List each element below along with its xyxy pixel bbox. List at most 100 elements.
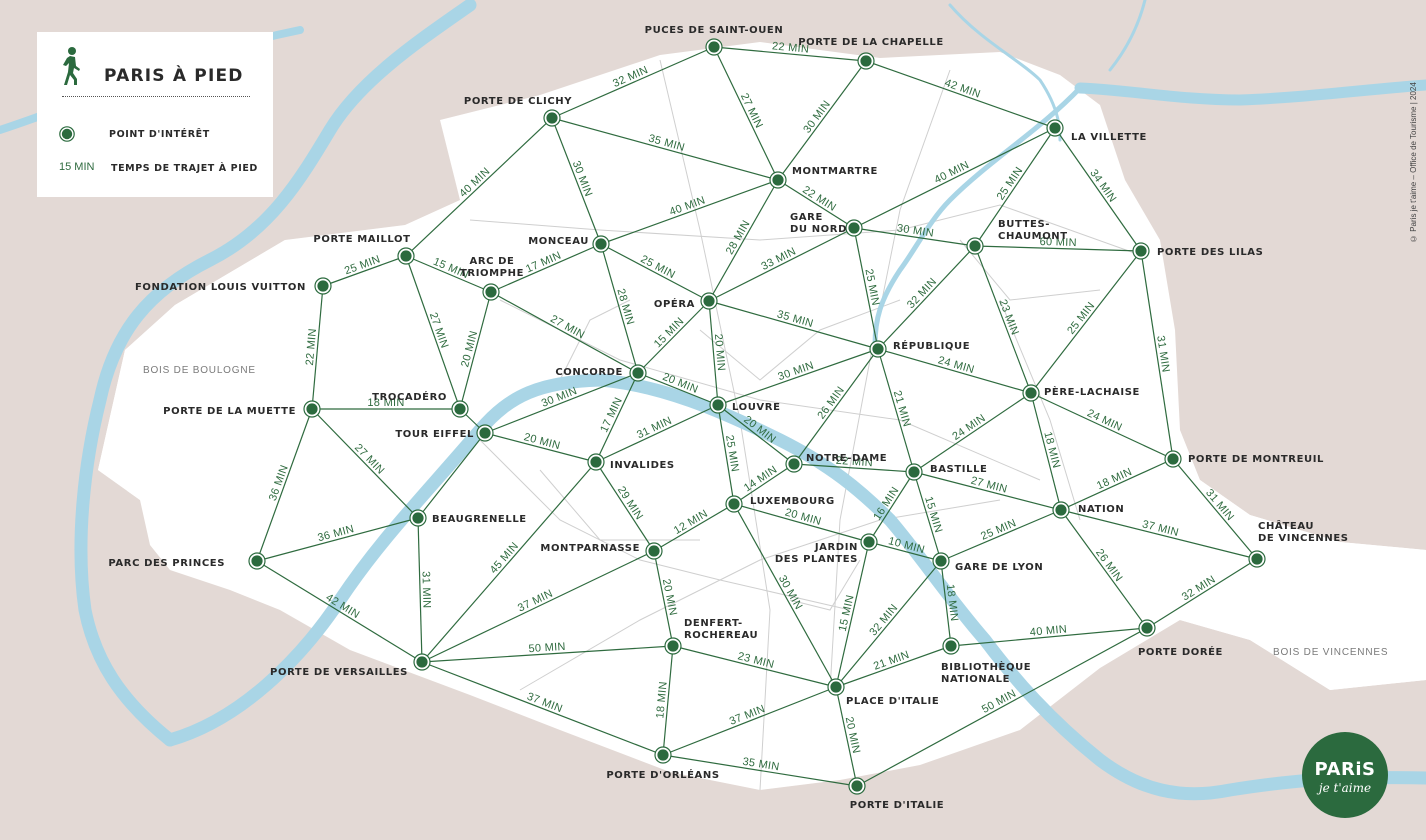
route-maillot-vuitton xyxy=(322,255,407,287)
route-jardin-garelyon xyxy=(868,541,942,562)
poi-puces[interactable] xyxy=(705,38,723,56)
poi-chapelle[interactable] xyxy=(857,52,875,70)
poi-arc[interactable] xyxy=(482,283,500,301)
poi-marker-dot xyxy=(1135,245,1147,257)
poi-porteitalie[interactable] xyxy=(848,777,866,795)
route-time-label: 50 MIN xyxy=(528,641,566,655)
route-montreuil-nation xyxy=(1060,458,1174,511)
poi-republique[interactable] xyxy=(869,340,887,358)
poi-label-buttes: CHAUMONT xyxy=(998,231,1068,242)
route-bastille-garelyon xyxy=(913,471,942,562)
route-time-label: 22 MIN xyxy=(304,328,319,366)
poi-lilas[interactable] xyxy=(1132,242,1150,260)
logo-wordmark: PARiS xyxy=(1314,759,1376,780)
points-of-interest xyxy=(248,38,1266,795)
poi-marker-dot xyxy=(479,427,491,439)
poi-concorde[interactable] xyxy=(629,364,647,382)
route-chapelle-montmartre xyxy=(777,60,867,181)
route-time-label: 22 MIN xyxy=(771,40,809,55)
poi-label-vuitton: FONDATION LOUIS VUITTON xyxy=(135,282,306,293)
poi-bnf[interactable] xyxy=(942,637,960,655)
poi-villette[interactable] xyxy=(1046,119,1064,137)
route-villette-garenord xyxy=(853,127,1056,229)
poi-label-eiffel: TOUR EIFFEL xyxy=(395,429,474,440)
poi-buttes[interactable] xyxy=(966,237,984,255)
route-concorde-invalides xyxy=(595,372,639,463)
route-republique-notredame xyxy=(793,348,879,465)
poi-garelyon[interactable] xyxy=(932,552,950,570)
route-clichy-monceau xyxy=(551,117,602,245)
route-chapelle-villette xyxy=(865,60,1056,129)
route-republique-louvre xyxy=(717,348,879,406)
poi-trocadero[interactable] xyxy=(451,400,469,418)
poi-invalides[interactable] xyxy=(587,453,605,471)
route-opera-concorde xyxy=(637,300,710,374)
route-monceau-opera xyxy=(600,243,710,302)
poi-label-puces: PUCES DE SAINT-OUEN xyxy=(645,25,784,36)
poi-marker-dot xyxy=(648,545,660,557)
route-time-label: 31 MIN xyxy=(419,571,432,609)
poi-label-bastille: BASTILLE xyxy=(930,464,987,475)
route-puces-chapelle xyxy=(713,46,867,62)
poi-label-princes: PARC DES PRINCES xyxy=(108,558,225,569)
poi-eiffel[interactable] xyxy=(476,424,494,442)
poi-beaugrenelle[interactable] xyxy=(409,509,427,527)
route-bastille-nation xyxy=(913,471,1062,511)
route-garenord-buttes xyxy=(853,227,976,247)
route-garelyon-bnf xyxy=(940,560,952,647)
route-republique-perelachaise xyxy=(877,348,1032,394)
poi-maillot[interactable] xyxy=(397,247,415,265)
poi-clichy[interactable] xyxy=(543,109,561,127)
poi-orleans[interactable] xyxy=(654,746,672,764)
poi-marker-dot xyxy=(1141,622,1153,634)
walking-person-icon xyxy=(63,47,80,85)
poi-notredame[interactable] xyxy=(785,455,803,473)
route-vuitton-muette xyxy=(311,285,324,410)
poi-label-clichy: PORTE DE CLICHY xyxy=(464,96,572,107)
poi-vincennes[interactable] xyxy=(1248,550,1266,568)
poi-label-montreuil: PORTE DE MONTREUIL xyxy=(1188,454,1324,465)
route-jardin-placeitalie xyxy=(835,541,870,688)
poi-montmartre[interactable] xyxy=(769,171,787,189)
legend-poi-label: POINT D'INTÉRÊT xyxy=(109,129,210,140)
poi-montparnasse[interactable] xyxy=(645,542,663,560)
poi-label-porteitalie: PORTE D'ITALIE xyxy=(850,800,944,811)
area-label-bois-boulogne: BOIS DE BOULOGNE xyxy=(143,365,256,376)
route-placeitalie-porteitalie xyxy=(835,686,858,787)
route-montmartre-opera xyxy=(708,179,779,302)
route-luxembourg-montparnasse xyxy=(653,503,735,552)
poi-montreuil[interactable] xyxy=(1164,450,1182,468)
poi-marker-dot xyxy=(848,222,860,234)
poi-label-perelachaise: PÈRE-LACHAISE xyxy=(1044,385,1140,398)
poi-opera[interactable] xyxy=(700,292,718,310)
poi-label-maillot: PORTE MAILLOT xyxy=(313,234,410,245)
area-label-bois-vincennes: BOIS DE VINCENNES xyxy=(1273,647,1388,658)
poi-placeitalie[interactable] xyxy=(827,678,845,696)
poi-jardin[interactable] xyxy=(860,533,878,551)
route-versailles-denfert xyxy=(421,645,674,663)
poi-monceau[interactable] xyxy=(592,235,610,253)
route-opera-louvre xyxy=(708,300,719,406)
poi-luxembourg[interactable] xyxy=(725,495,743,513)
poi-versailles[interactable] xyxy=(413,653,431,671)
poi-marker-dot xyxy=(485,286,497,298)
poi-princes[interactable] xyxy=(248,552,266,570)
route-louvre-luxembourg xyxy=(717,404,735,505)
poi-louvre[interactable] xyxy=(709,396,727,414)
poi-label-beaugrenelle: BEAUGRENELLE xyxy=(432,514,527,525)
poi-nation[interactable] xyxy=(1052,501,1070,519)
poi-vuitton[interactable] xyxy=(314,277,332,295)
poi-label-invalides: INVALIDES xyxy=(610,460,675,471)
poi-bastille[interactable] xyxy=(905,463,923,481)
route-vincennes-doree xyxy=(1146,558,1258,629)
poi-denfert[interactable] xyxy=(664,637,682,655)
route-bastille-jardin xyxy=(868,471,915,543)
poi-garenord[interactable] xyxy=(845,219,863,237)
poi-doree[interactable] xyxy=(1138,619,1156,637)
poi-perelachaise[interactable] xyxy=(1022,384,1040,402)
poi-muette[interactable] xyxy=(303,400,321,418)
poi-marker-dot xyxy=(1049,122,1061,134)
poi-marker-dot xyxy=(935,555,947,567)
route-muette-princes xyxy=(256,408,313,562)
